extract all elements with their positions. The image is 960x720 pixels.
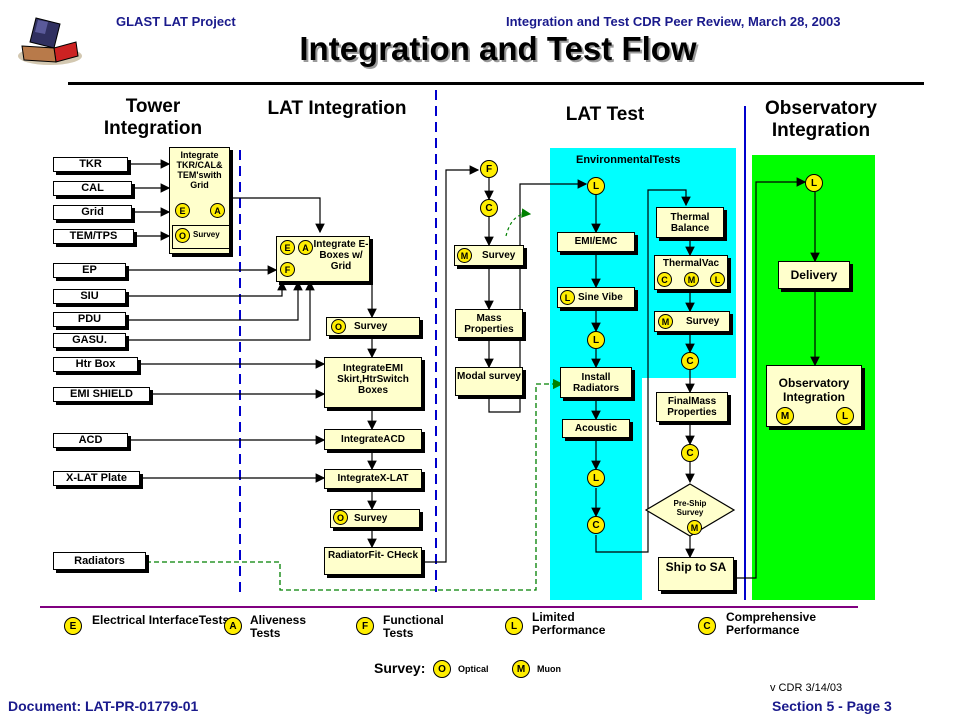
lat-test-c-badge: C [480,199,498,217]
input-acd: ACD [53,433,128,448]
env-c-badge-1: C [587,516,605,534]
sine-vibe-box [557,287,635,308]
input-x-lat-plate: X-LAT Plate [53,471,140,486]
observatory-m-badge: M [776,407,794,425]
legend-e-text: Electrical InterfaceTests [92,613,230,627]
review-name: Integration and Test CDR Peer Review, Ma… [506,14,841,29]
survey1-label: Survey [354,321,388,332]
env-survey-box [654,311,730,332]
survey-legend-o-text: Optical [458,664,489,674]
survey-box-2 [330,509,420,528]
mass-properties-box: Mass Properties [455,309,523,338]
env-l-badge-1: L [587,177,605,195]
thermal-balance-box: Thermal Balance [656,207,724,238]
input-cal: CAL [53,181,132,196]
lat-integration-heading: LAT Integration [267,98,407,119]
input-htr-box: Htr Box [53,357,138,372]
tower-a-badge: A [210,203,225,218]
survey-box-1 [326,317,420,336]
input-ep: EP [53,263,126,278]
page-title: Integration and Test Flow [299,30,697,67]
input-tem-tps: TEM/TPS [53,229,134,244]
input-grid: Grid [53,205,132,220]
input-pdu: PDU [53,312,126,327]
thermal-vac-m-badge: M [684,272,699,287]
lat-test-m-badge: M [457,248,472,263]
survey-legend-label: Survey: [374,660,426,676]
input-radiators: Radiators [53,552,146,570]
env-survey-m-badge: M [658,314,673,329]
thermal-vac-label: ThermalVac [662,258,720,269]
input-emi-shield: EMI SHIELD [53,387,150,402]
ebox-e-badge: E [280,240,295,255]
ship-to-sa-box: Ship to SA [658,557,734,591]
modal-survey-box: Modal survey [455,367,523,396]
title-rule [68,82,924,85]
legend-c-badge: C [698,617,716,635]
section-page: Section 5 - Page 3 [772,698,892,714]
legend-f-text: Functional Tests [383,613,444,640]
lat-test-f-badge: F [480,160,498,178]
sine-vibe-label: Sine Vibe [578,292,623,303]
legend-c-text: Comprehensive Performance [726,610,817,637]
survey-legend-o-badge: O [433,660,451,678]
survey1-o-badge: O [331,319,346,334]
env-c-badge-2: C [681,352,699,370]
legend-a-badge: A [224,617,242,635]
final-mass-properties-box: FinalMass Properties [656,392,728,422]
lat-test-survey-box [454,245,524,266]
emi-emc-box: EMI/EMC [557,232,635,252]
tower-survey-label: Survey [193,230,220,239]
project-name: GLAST LAT Project [116,14,236,29]
tower-e-badge: E [175,203,190,218]
tower-integration-text: Integrate TKR/CAL& TEM'swith Grid [176,150,223,190]
environmental-tests-title: EnvironmentalTests [576,154,681,166]
input-tkr: TKR [53,157,128,172]
thermal-vac-c-badge: C [657,272,672,287]
integrate-acd-box: IntegrateACD [324,429,422,450]
ebox-f-badge: F [280,262,295,277]
lat-test-heading: LAT Test [565,104,645,125]
legend-e-badge: E [64,617,82,635]
ebox-integration-text: Integrate E-Boxes w/ Grid [313,239,369,272]
lat-test-survey-label: Survey [482,250,516,261]
survey2-o-badge: O [333,510,348,525]
legend-a-text: Aliveness Tests [250,613,307,640]
env-l-badge-3: L [587,469,605,487]
satellite-logo-icon [18,17,82,65]
version-stamp: v CDR 3/14/03 [770,682,843,694]
ebox-a-badge: A [298,240,313,255]
observatory-l-badge: L [805,174,823,192]
integrate-xlat-box: IntegrateX-LAT [324,469,422,489]
delivery-box: Delivery [778,261,850,289]
legend-l-text: Limited Performance [532,610,606,637]
legend-f-badge: F [356,617,374,635]
pre-ship-m-badge: M [687,520,702,535]
thermal-vac-l-badge: L [710,272,725,287]
pre-ship-survey-label: Pre-Ship Survey [673,499,707,517]
tower-integration-heading: Tower Integration [103,96,203,139]
env-c-badge-3: C [681,444,699,462]
integrate-emi-box: IntegrateEMI Skirt,HtrSwitch Boxes [324,357,422,408]
observatory-integration-heading: Observatory Integration [765,98,877,141]
observatory-l-badge-2: L [836,407,854,425]
survey-legend-m-badge: M [512,660,530,678]
document-number: Document: LAT-PR-01779-01 [8,698,199,714]
install-radiators-box: Install Radiators [560,367,632,398]
survey-legend-m-text: Muon [537,664,561,674]
env-l-badge-2: L [587,331,605,349]
input-gasu: GASU. [53,333,126,348]
input-siu: SIU [53,289,126,304]
tower-o-badge: O [175,228,190,243]
acoustic-box: Acoustic [562,419,630,438]
sine-vibe-l-badge: L [560,290,575,305]
radiator-fit-check-box: RadiatorFit- CHeck [324,547,422,575]
env-survey-label: Survey [686,316,720,327]
legend-l-badge: L [505,617,523,635]
survey2-label: Survey [354,513,388,524]
